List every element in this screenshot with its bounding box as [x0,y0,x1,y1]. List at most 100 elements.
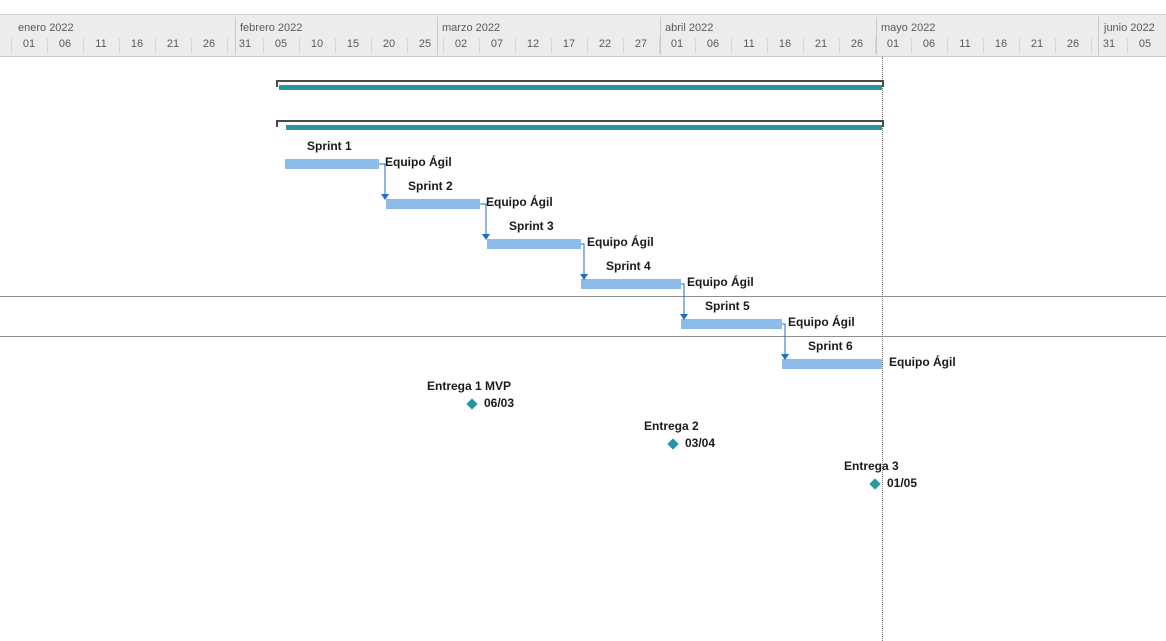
tick-separator [1091,38,1092,53]
milestone-date-label: 01/05 [887,476,918,490]
row-divider [0,296,1166,297]
task-resource-label: Equipo Ágil [889,355,956,369]
tick-label: 26 [1066,38,1080,50]
tick-separator [659,38,660,53]
tick-label: 01 [886,38,900,50]
tick-label: 26 [202,38,216,50]
tick-label: 22 [598,38,612,50]
tick-label: 12 [526,38,540,50]
milestone-name-label: Entrega 1 MVP [427,379,512,393]
task-bar-sprint-3[interactable] [487,239,581,249]
timescale-strip [0,14,1166,57]
tick-separator [83,38,84,53]
tick-separator [551,38,552,53]
tick-separator [767,38,768,53]
month-label-febrero: febrero 2022 [240,22,303,34]
tick-label: 16 [778,38,792,50]
tick-label: 21 [166,38,180,50]
tick-label: 25 [418,38,432,50]
tick-label: 02 [454,38,468,50]
tick-separator [623,38,624,53]
tick-separator [1019,38,1020,53]
milestone-name-label: Entrega 2 [644,419,699,433]
tick-separator [1055,38,1056,53]
tick-label: 27 [634,38,648,50]
tick-label: 20 [382,38,396,50]
tick-separator [299,38,300,53]
tick-separator [983,38,984,53]
tick-separator [731,38,732,53]
gantt-timescale: enero 2022 febrero 2022 marzo 2022 abril… [0,0,1166,57]
tick-separator [119,38,120,53]
gantt-chart-area[interactable] [0,57,1166,641]
phase-summary-bar[interactable] [276,120,884,127]
tick-label: 26 [850,38,864,50]
tick-separator [587,38,588,53]
tick-separator [191,38,192,53]
task-name-label: Sprint 4 [606,259,651,273]
tick-label: 11 [743,38,755,50]
tick-label: 06 [706,38,720,50]
tick-label: 07 [490,38,504,50]
tick-separator [875,38,876,53]
tick-separator [695,38,696,53]
tick-label: 01 [670,38,684,50]
task-bar-sprint-6[interactable] [782,359,882,369]
task-name-label: Sprint 2 [408,179,453,193]
tick-separator [443,38,444,53]
month-label-marzo: marzo 2022 [442,22,501,34]
tick-label: 21 [1030,38,1044,50]
tick-label: 01 [22,38,36,50]
month-separator [1098,17,1099,55]
month-separator [876,17,877,55]
tick-label: 11 [95,38,107,50]
phase-summary-progress [286,125,882,130]
month-separator [660,17,661,55]
tick-separator [227,38,228,53]
task-bar-sprint-5[interactable] [681,319,782,329]
month-separator [235,17,236,55]
milestone-name-label: Entrega 3 [844,459,899,473]
tick-separator [515,38,516,53]
tick-separator [263,38,264,53]
month-separator [437,17,438,55]
tick-label: 21 [814,38,828,50]
tick-label: 05 [274,38,288,50]
tick-separator [155,38,156,53]
milestone-date-label: 06/03 [484,396,515,410]
tick-separator [47,38,48,53]
task-resource-label: Equipo Ágil [385,155,452,169]
tick-separator [911,38,912,53]
month-label-mayo: mayo 2022 [881,22,936,34]
task-bar-sprint-1[interactable] [285,159,379,169]
month-label-enero: enero 2022 [18,22,74,34]
task-name-label: Sprint 5 [705,299,750,313]
task-resource-label: Equipo Ágil [486,195,553,209]
tick-separator [371,38,372,53]
task-name-label: Sprint 1 [307,139,352,153]
tick-separator [11,38,12,53]
tick-separator [947,38,948,53]
tick-separator [1127,38,1128,53]
task-bar-sprint-4[interactable] [581,279,681,289]
task-resource-label: Equipo Ágil [687,275,754,289]
tick-label: 16 [994,38,1008,50]
tick-separator [479,38,480,53]
project-summary-bar[interactable] [276,80,884,87]
tick-separator [407,38,408,53]
tick-separator [335,38,336,53]
status-date-line [882,57,883,641]
month-label-junio: junio 2022 [1104,22,1155,34]
tick-separator [839,38,840,53]
project-summary-progress [279,85,882,90]
tick-label: 16 [130,38,144,50]
task-bar-sprint-2[interactable] [386,199,480,209]
task-resource-label: Equipo Ágil [788,315,855,329]
tick-separator [803,38,804,53]
task-name-label: Sprint 6 [808,339,853,353]
tick-label: 10 [310,38,324,50]
tick-label: 15 [346,38,360,50]
tick-label: 17 [562,38,576,50]
task-name-label: Sprint 3 [509,219,554,233]
milestone-date-label: 03/04 [685,436,716,450]
